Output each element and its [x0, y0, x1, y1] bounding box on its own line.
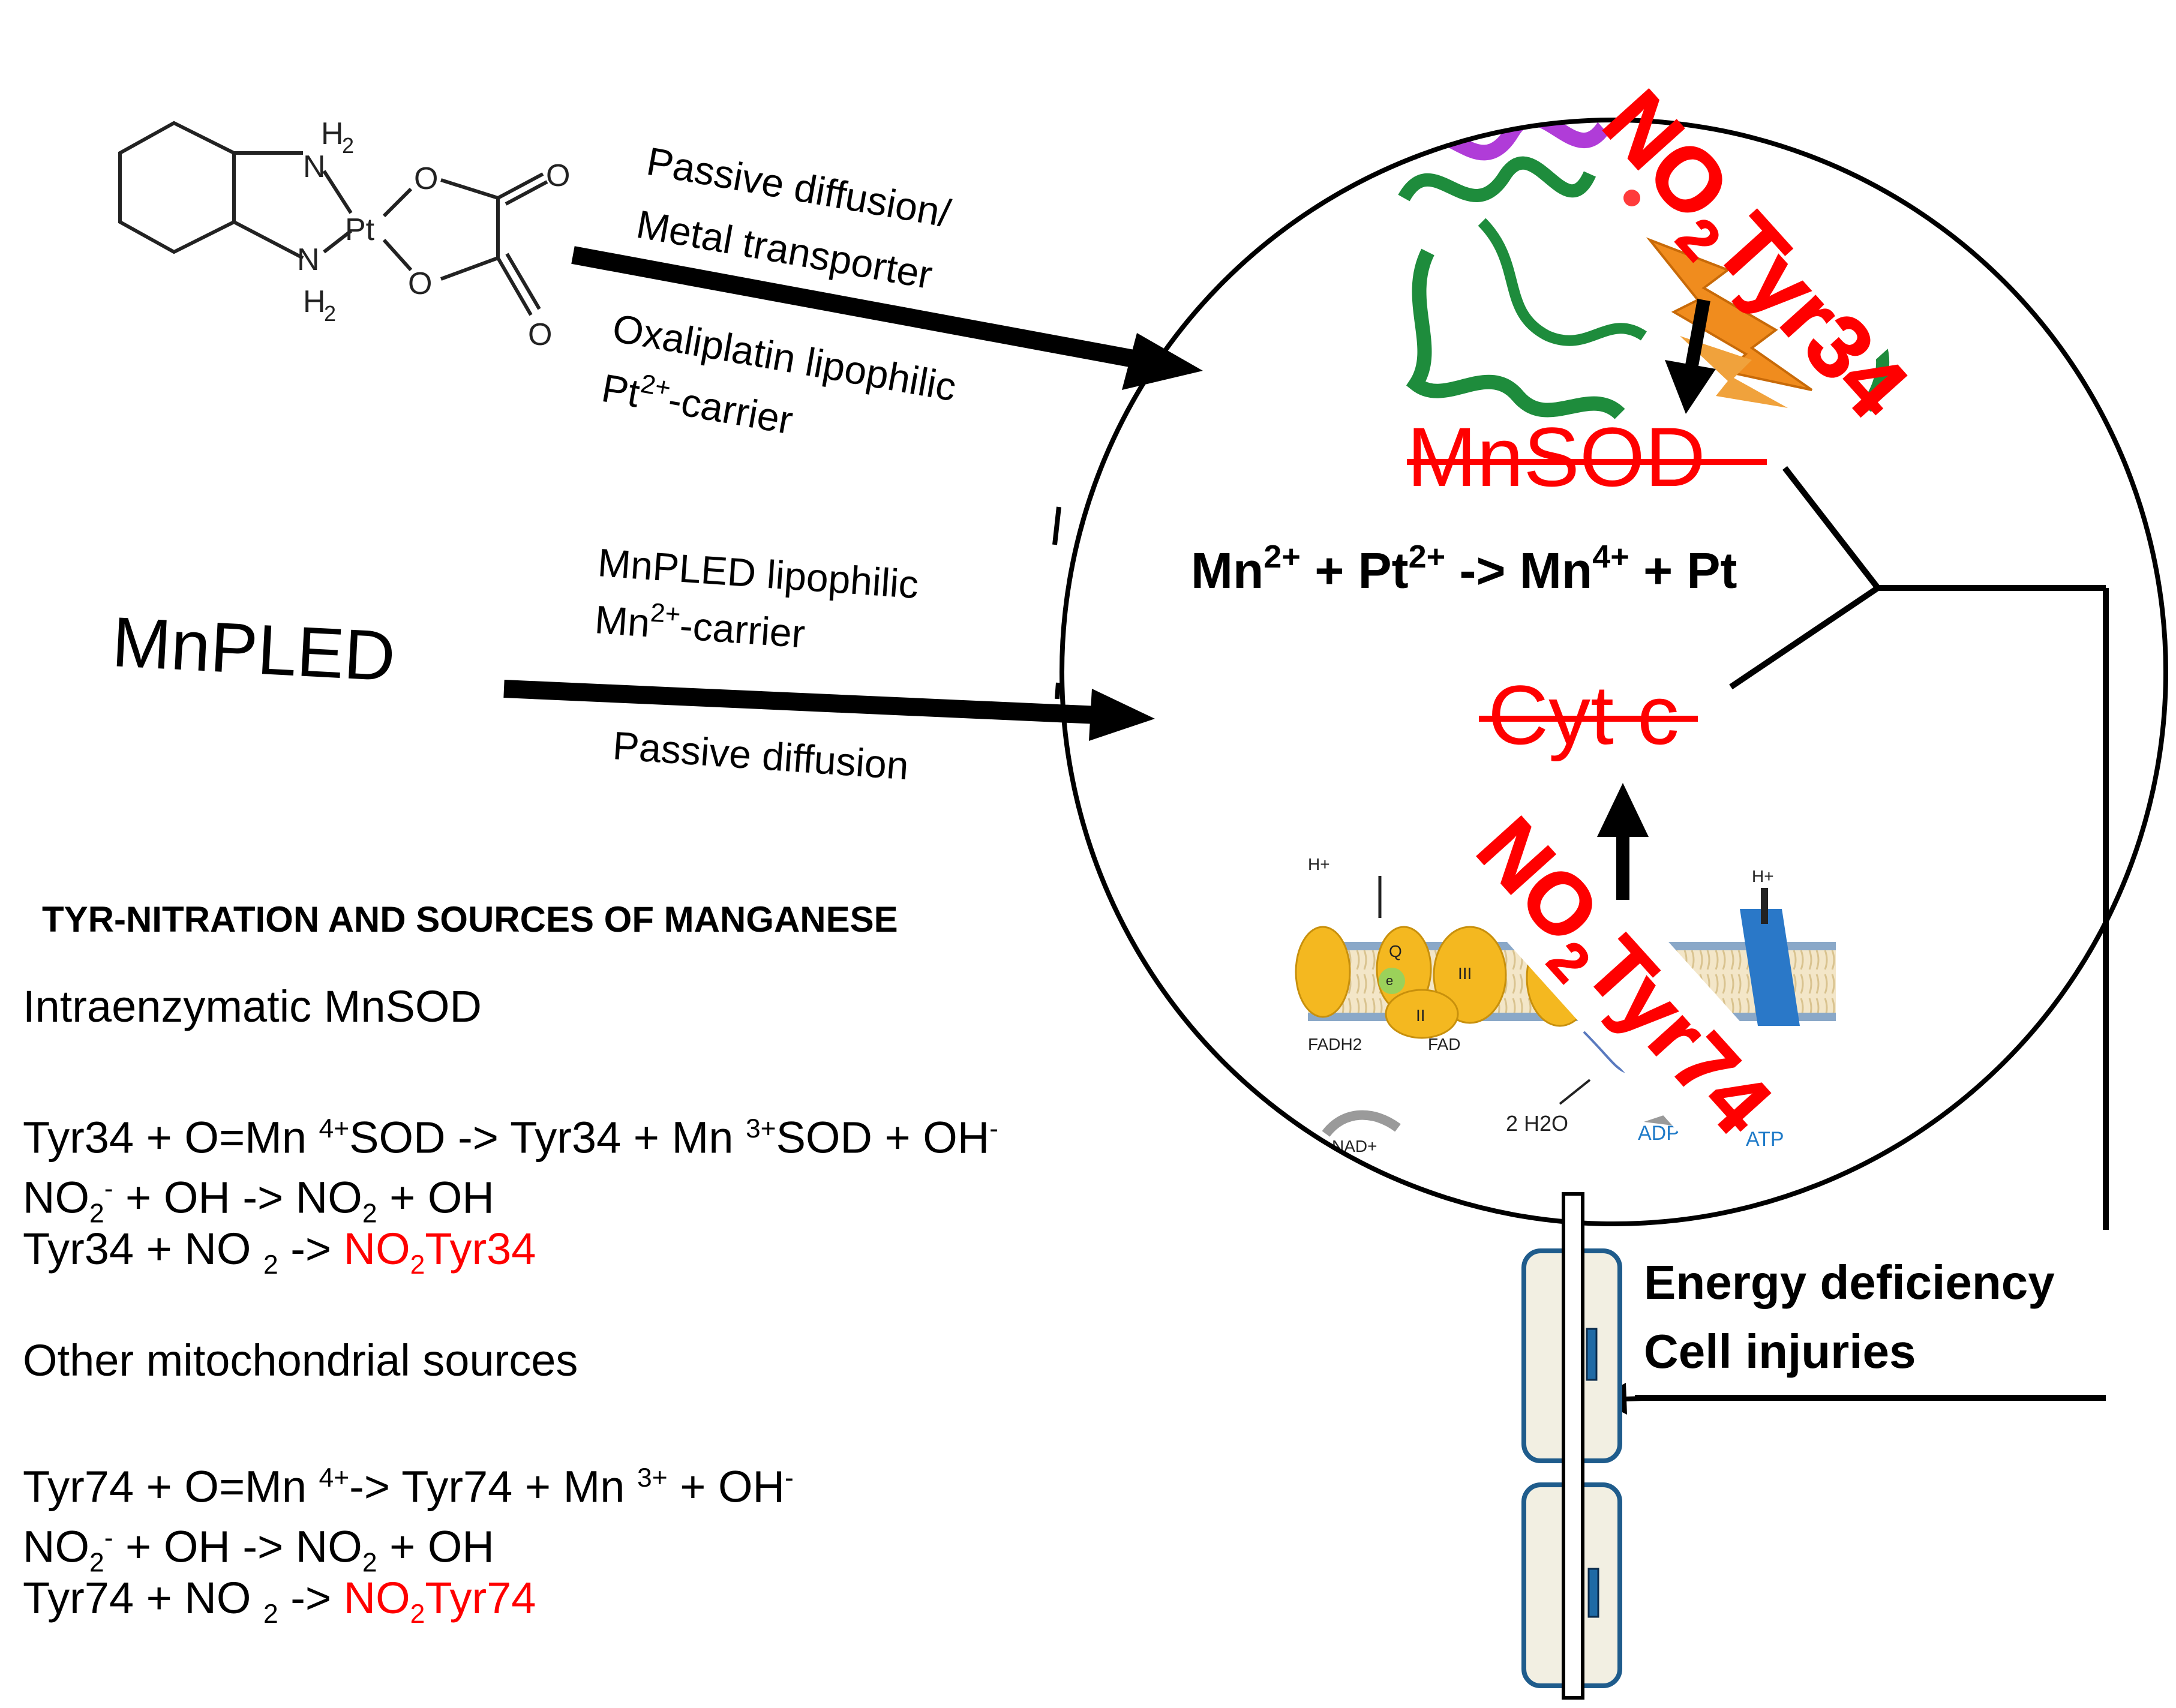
- atom-o3: O: [546, 158, 570, 193]
- atom-n-top: N: [303, 149, 326, 184]
- no2tyr74-backdrop: [1443, 791, 1782, 1148]
- cytc-label: Cyt c: [1479, 668, 1698, 762]
- svg-text:Q: Q: [1389, 942, 1402, 960]
- svg-text:ATP: ATP: [1746, 1128, 1784, 1151]
- no2tyr34-product: NO2Tyr34: [343, 1224, 536, 1280]
- svg-text:2: 2: [324, 301, 336, 326]
- tyr-section-sub1: Intraenzymatic MnSOD: [23, 981, 482, 1031]
- equation-6: Tyr74 + NO 2 -> NO2Tyr74: [23, 1573, 536, 1629]
- no2tyr34-backdrop: [1575, 17, 1930, 392]
- atom-n-bottom: N: [297, 242, 320, 277]
- label-mnpled-carrier: MnPLED lipophilic: [596, 540, 920, 607]
- equation-1: Tyr34 + O=Mn 4+SOD -> Tyr34 + Mn 3+SOD +…: [23, 1112, 999, 1163]
- svg-text:H+: H+: [1752, 867, 1774, 885]
- oxaliplatin-atom-labels: H 2 N Pt N H 2 O O O O: [297, 116, 570, 352]
- mnpled-arrow-labels: MnPLED lipophilic Mn2+-carrier Passive d…: [593, 540, 920, 788]
- tyr-section-heading: TYR-NITRATION AND SOURCES OF MANGANESE: [42, 899, 898, 939]
- mnpled-title: MnPLED: [110, 602, 397, 697]
- cell-top-nucleus: [1586, 1328, 1598, 1381]
- atom-o2: O: [408, 266, 432, 301]
- svg-text:FADH2: FADH2: [1308, 1035, 1362, 1053]
- svg-text:III: III: [1458, 964, 1472, 983]
- svg-text:FAD: FAD: [1428, 1035, 1460, 1053]
- mnsod-label: MnSOD: [1407, 410, 1767, 504]
- outcome-connector-lines: [1635, 466, 2109, 1401]
- cell-column: [1521, 1192, 1622, 1700]
- arrow-down-to-mnsod: [1665, 299, 1716, 414]
- atom-h2-bottom: H: [303, 284, 326, 319]
- mitochondrion-circle: [1060, 118, 2168, 1226]
- no2tyr74-product: NO2Tyr74: [343, 1573, 536, 1629]
- label-passive-diffusion: Passive diffusion: [611, 723, 910, 788]
- equation-5: NO2- + OH -> NO2 + OH: [23, 1521, 494, 1578]
- svg-text:e: e: [1386, 973, 1393, 988]
- arrow-oxaliplatin: [571, 246, 1203, 390]
- atom-o4: O: [528, 317, 552, 352]
- metal-redox-reaction: Mn2+ + Pt2+ -> Mn4+ + Pt: [1191, 539, 1737, 599]
- oxaliplatin-structure: [118, 121, 548, 316]
- cell-bottom-nucleus: [1587, 1568, 1599, 1618]
- outcome-text: Energy deficiency Cell injuries: [1644, 1256, 2055, 1378]
- svg-text:Cyt c: Cyt c: [1488, 668, 1679, 762]
- tyr-section-sub2: Other mitochondrial sources: [23, 1335, 578, 1385]
- outcome-energy-deficiency: Energy deficiency: [1644, 1256, 2055, 1309]
- tick-mark-upper: [1052, 506, 1061, 545]
- equation-4: Tyr74 + O=Mn 4+-> Tyr74 + Mn 3+ + OH-: [23, 1461, 794, 1512]
- atom-pt: Pt: [345, 212, 375, 247]
- atom-o1: O: [414, 161, 438, 196]
- svg-text:2 H2O: 2 H2O: [1506, 1111, 1568, 1136]
- arrow-mnpled: [503, 680, 1155, 741]
- label-mn-carrier: Mn2+-carrier: [593, 594, 807, 656]
- svg-text:II: II: [1416, 1006, 1425, 1025]
- equation-2: NO2- + OH -> NO2 + OH: [23, 1172, 494, 1229]
- arrow-up-to-cytc: [1597, 783, 1649, 900]
- tick-mark-lower: [1055, 682, 1061, 700]
- outcome-cell-injuries: Cell injuries: [1644, 1325, 1916, 1378]
- atom-h2-top: H: [321, 116, 344, 151]
- equation-3: Tyr34 + NO 2 -> NO2Tyr34: [23, 1224, 536, 1280]
- svg-text:MnSOD: MnSOD: [1407, 410, 1706, 504]
- svg-text:2: 2: [342, 133, 354, 158]
- svg-text:H+: H+: [1308, 855, 1330, 873]
